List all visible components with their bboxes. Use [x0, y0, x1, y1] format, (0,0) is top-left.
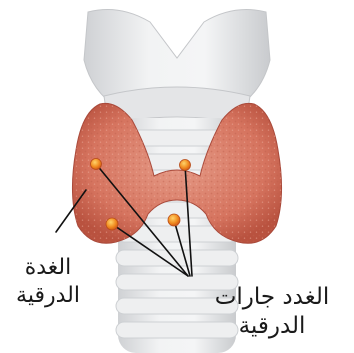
parathyroid-gland-lower-right	[168, 214, 180, 226]
parathyroid-gland-upper-right	[180, 160, 191, 171]
parathyroid-gland-lower-left	[106, 218, 118, 230]
parathyroid-gland-upper-left	[91, 159, 102, 170]
parathyroid-label-line2: الدرقية	[190, 312, 354, 341]
parathyroid-label-line1: الغدد جارات	[190, 283, 354, 312]
thyroid-label: الغدة الدرقية	[0, 254, 96, 309]
parathyroid-label: الغدد جارات الدرقية	[190, 283, 354, 341]
thyroid-label-line2: الدرقية	[0, 282, 96, 310]
thyroid-label-line1: الغدة	[0, 254, 96, 282]
